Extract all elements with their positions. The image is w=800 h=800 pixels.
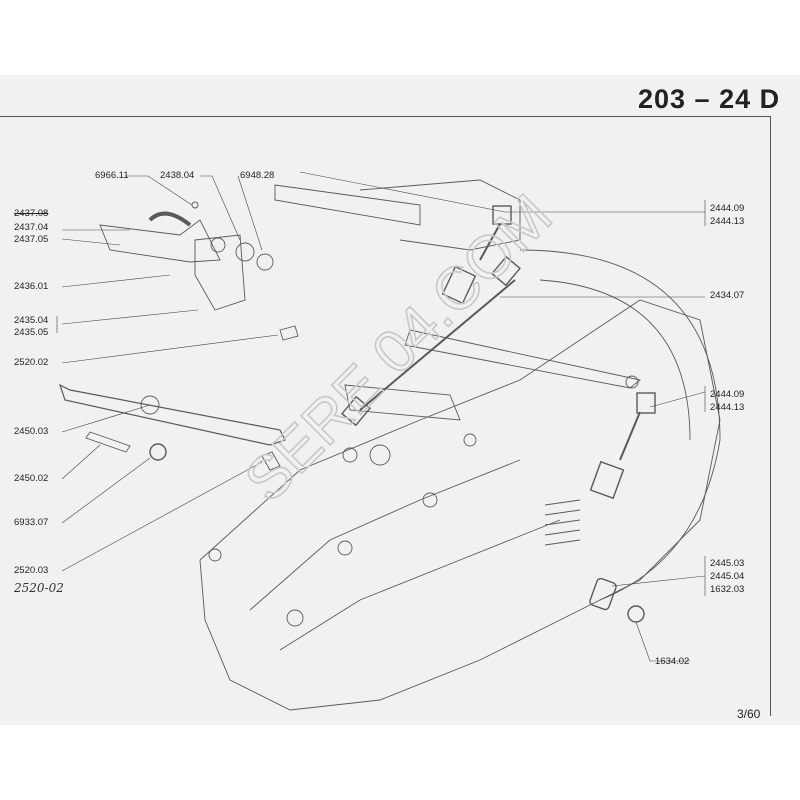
housing-bolts [208,433,477,627]
part-label-6966-11: 6966.11 [95,170,129,181]
part-label-2436-01: 2436.01 [14,281,49,292]
part-label-2437-08: 2437.08 [14,208,49,219]
part-label-2437-05: 2437.05 [14,234,49,245]
nut-6933-07 [149,443,167,461]
part-label-2445-03: 2445.03 [710,558,745,569]
part-label-2520-02: 2520.02 [14,357,49,368]
page-number: 3/60 [737,707,761,721]
handwritten-note: 2520-02 [14,581,64,595]
part-label-2450-03: 2450.03 [14,426,49,437]
part-label-6948-28: 6948.28 [240,170,275,181]
part-label-2444-09-upper: 2444.09 [710,203,745,214]
knob-2445 [589,577,617,611]
spring-2438-04 [235,242,255,262]
part-label-2435-05: 2435.05 [14,327,49,338]
part-label-1634-02: 1634.02 [655,656,690,667]
frame-top-rule [0,116,770,117]
part-label-6933-07: 6933.07 [14,517,49,528]
gearbox-housing [199,299,721,711]
part-label-2444-13-lower: 2444.13 [710,402,745,413]
bellcrank [194,234,246,311]
housing-ribs [544,499,581,546]
bell-housing-arc [519,249,721,601]
part-label-2520-03: 2520.03 [14,565,49,576]
grease-nipple-2520-02 [279,325,299,341]
part-label-2444-13-upper: 2444.13 [710,216,745,227]
part-label-2438-04: 2438.04 [160,170,195,181]
part-label-2444-09-lower: 2444.09 [710,389,745,400]
drawing-sheet [0,75,800,725]
part-label-2437-04: 2437.04 [14,222,49,233]
shift-fork-arm [99,219,221,263]
upper-shaft [274,184,421,226]
long-link-2450-03 [58,383,286,446]
part-label-2450-02: 2450.02 [14,473,49,484]
nut-1634-02 [627,605,645,623]
rod-2434-07 [359,279,516,411]
part-label-1632-03: 1632.03 [710,584,745,595]
cross-lever [404,329,642,389]
part-label-2435-04: 2435.04 [14,315,49,326]
page-title: 203 – 24 D [638,84,781,114]
part-label-2434-07: 2434.07 [710,290,745,301]
leader-lines [56,171,706,662]
frame-right-rule [770,116,771,716]
part-label-2445-04: 2445.04 [710,571,745,582]
fitting-2520-03 [261,451,281,471]
